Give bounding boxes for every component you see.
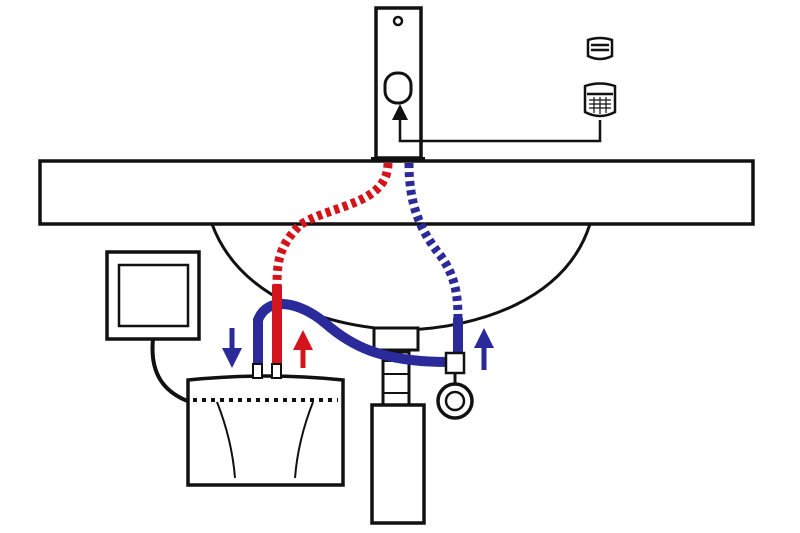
aerator-mesh-icon (583, 82, 617, 118)
aerator-icon (586, 36, 614, 61)
angle-stop-valve-icon (436, 351, 474, 420)
sensor-faucet-icon (371, 6, 425, 162)
hot-up-arrow (293, 330, 313, 368)
cold-flex-hose (404, 162, 463, 319)
siphon-drain-icon (370, 326, 426, 525)
basin-bowl (210, 223, 592, 332)
countertop (38, 159, 755, 226)
cold-up-arrow (474, 328, 494, 370)
cold-supply-pipe (253, 299, 449, 368)
instant-water-heater-icon (186, 363, 345, 487)
power-box-icon (105, 250, 201, 341)
aerator-link-line (392, 104, 602, 143)
hot-flex-hose (272, 162, 393, 286)
cold-down-arrow (222, 328, 242, 368)
